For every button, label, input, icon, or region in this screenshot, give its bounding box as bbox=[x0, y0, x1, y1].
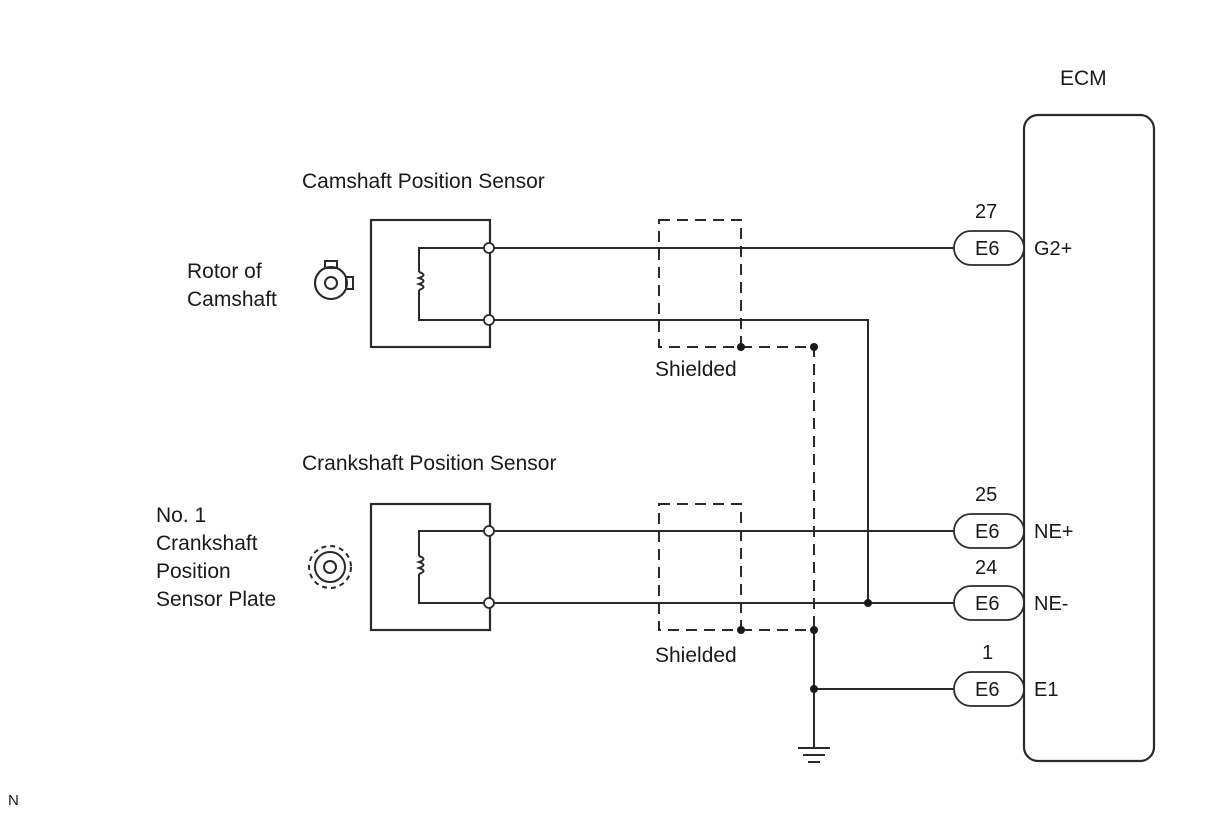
connector-label: E6 bbox=[975, 238, 999, 260]
ecm-pin-g2-plus: 27 E6 G2+ bbox=[953, 201, 1072, 266]
signal-label: NE- bbox=[1034, 593, 1068, 615]
camshaft-shield bbox=[658, 219, 742, 348]
pin-number: 1 bbox=[982, 642, 993, 664]
crankshaft-shield-label: Shielded bbox=[655, 644, 737, 667]
ecm-block bbox=[1022, 113, 1156, 763]
sensor-terminal bbox=[483, 314, 495, 326]
signal-label: G2+ bbox=[1034, 238, 1072, 260]
ecm-pin-e1: 1 E6 E1 bbox=[953, 642, 1058, 707]
connector-pill bbox=[953, 671, 1025, 707]
camshaft-shield-label: Shielded bbox=[655, 358, 737, 381]
sensor-terminal bbox=[483, 597, 495, 609]
crankshaft-gear-icon bbox=[308, 545, 352, 589]
crankshaft-plate-label-line1: No. 1 bbox=[156, 504, 206, 527]
pin-number: 25 bbox=[975, 484, 997, 506]
figure-code: N bbox=[8, 792, 19, 809]
camshaft-rotor-label-line1: Rotor of bbox=[187, 260, 262, 283]
connector-pill bbox=[953, 513, 1025, 549]
crankshaft-plate-label-line2: Crankshaft bbox=[156, 532, 258, 555]
crankshaft-plate-label-line3: Position bbox=[156, 560, 231, 583]
camshaft-rotor-label-line2: Camshaft bbox=[187, 288, 277, 311]
ecm-pin-ne-plus: 25 E6 NE+ bbox=[953, 484, 1073, 549]
pin-number: 27 bbox=[975, 201, 997, 223]
pin-number: 24 bbox=[975, 557, 997, 579]
crankshaft-sensor-title: Crankshaft Position Sensor bbox=[302, 452, 556, 475]
connector-label: E6 bbox=[975, 679, 999, 701]
junction-dot bbox=[737, 343, 745, 351]
crankshaft-shield bbox=[658, 503, 742, 631]
connector-pill bbox=[953, 230, 1025, 266]
ground-icon bbox=[798, 747, 830, 763]
junction-dot bbox=[810, 685, 818, 693]
signal-label: E1 bbox=[1034, 679, 1058, 701]
crankshaft-sensor-box bbox=[369, 502, 492, 632]
camshaft-coil-icon bbox=[415, 247, 489, 321]
junction-dot bbox=[810, 343, 818, 351]
crankshaft-plate-label-line4: Sensor Plate bbox=[156, 588, 276, 611]
connector-label: E6 bbox=[975, 521, 999, 543]
connector-pill bbox=[953, 585, 1025, 621]
ecm-title: ECM bbox=[1060, 67, 1107, 90]
camshaft-sensor-title: Camshaft Position Sensor bbox=[302, 170, 545, 193]
camshaft-sensor-box bbox=[369, 218, 492, 349]
crankshaft-coil-icon bbox=[415, 530, 489, 604]
camshaft-rotor-icon bbox=[314, 260, 354, 300]
sensor-terminal bbox=[483, 525, 495, 537]
wire-cam-return bbox=[489, 319, 869, 603]
connector-label: E6 bbox=[975, 593, 999, 615]
sensor-terminal bbox=[483, 242, 495, 254]
signal-label: NE+ bbox=[1034, 521, 1073, 543]
junction-dot bbox=[864, 599, 872, 607]
junction-dot bbox=[810, 626, 818, 634]
junction-dot bbox=[737, 626, 745, 634]
shield-drain-top bbox=[741, 346, 815, 630]
ecm-pin-ne-minus: 24 E6 NE- bbox=[953, 557, 1068, 621]
